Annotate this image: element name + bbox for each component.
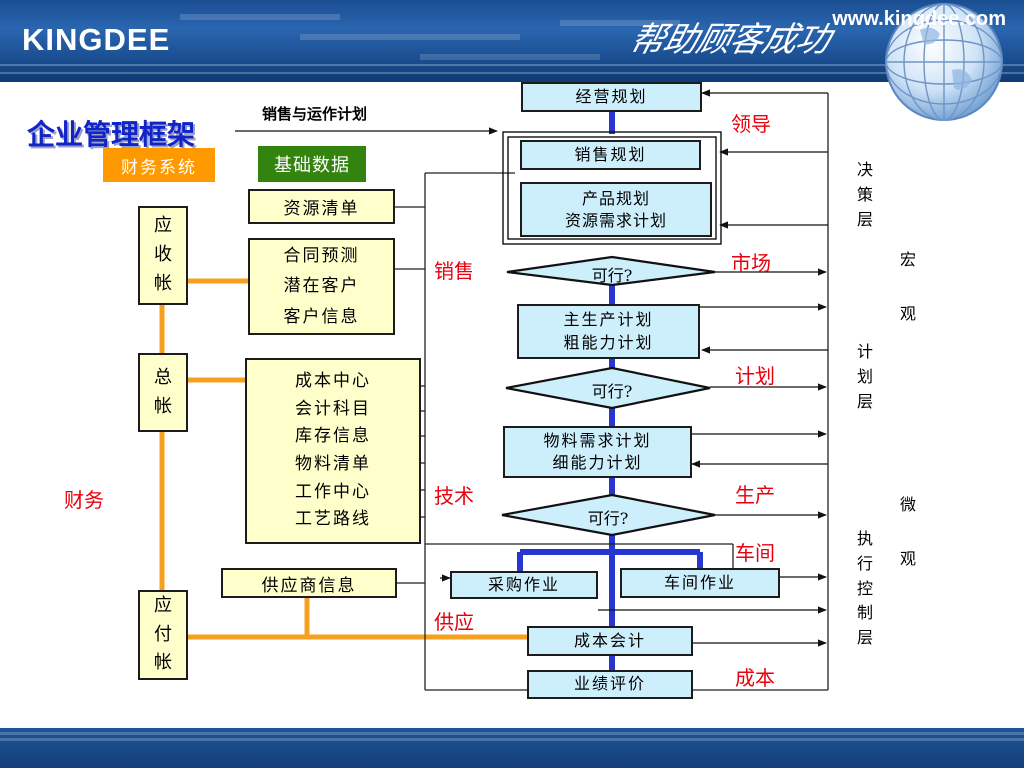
ledger-char-2: 帐 (154, 395, 172, 417)
execution-char-4: 制 (856, 603, 873, 623)
payable-box: 应 付 帐 (138, 590, 188, 680)
scope-macro: 宏 观 (898, 233, 918, 342)
label-finance: 财务 (64, 488, 104, 512)
mrp-label: 物料需求计划 (543, 430, 652, 450)
macro-char-1: 宏 (899, 250, 916, 269)
potential-customer: 潜在客户 (283, 276, 360, 297)
payable-char-3: 帐 (154, 652, 172, 674)
mps-label: 主生产计划 (563, 310, 654, 330)
decision-char-1: 决 (856, 160, 873, 179)
contract-forecast: 合同预测 (283, 245, 360, 266)
label-supply: 供应 (434, 610, 474, 634)
scope-micro: 微 观 (898, 478, 918, 587)
macro-char-2: 观 (899, 304, 916, 324)
footer-bar (0, 728, 1024, 768)
receivable-char-2: 收 (154, 244, 172, 266)
routing: 工艺路线 (295, 509, 371, 530)
execution-char-5: 层 (856, 628, 873, 648)
sales-plan-box: 销售规划 (520, 140, 701, 170)
workshop-operation-box: 车间作业 (620, 568, 780, 598)
payable-char-1: 应 (154, 594, 172, 616)
globe-icon (885, 3, 1003, 121)
performance-evaluation-box: 业绩评价 (527, 670, 693, 699)
label-leader: 领导 (731, 112, 771, 136)
work-center: 工作中心 (295, 481, 371, 502)
basic-data-badge: 基础数据 (258, 146, 366, 182)
micro-char-1: 微 (899, 495, 916, 514)
cost-accounting-box: 成本会计 (527, 626, 693, 656)
label-workshop: 车间 (735, 541, 775, 565)
planning-char-3: 层 (856, 391, 873, 411)
execution-char-1: 执 (856, 529, 873, 548)
product-plan-label: 产品规划 (581, 188, 650, 208)
feasible-diamond-2-label: 可行? (591, 382, 633, 401)
label-tech: 技术 (434, 484, 474, 508)
flow-subtitle: 销售与运作计划 (262, 105, 368, 123)
kingdee-logo: KINGDEE (22, 22, 171, 57)
receivable-char-1: 应 (154, 215, 172, 237)
account-subject: 会计科目 (295, 398, 371, 419)
ledger-char-1: 总 (154, 366, 172, 388)
label-sales: 销售 (434, 259, 474, 283)
product-plan-box: 产品规划 资源需求计划 (520, 182, 712, 237)
decision-char-2: 策 (856, 184, 873, 204)
micro-char-2: 观 (899, 549, 916, 569)
planning-char-1: 计 (856, 342, 873, 361)
planning-char-2: 划 (856, 366, 873, 386)
inventory-info: 库存信息 (295, 426, 371, 447)
label-cost: 成本 (735, 666, 775, 690)
page-title: 企业管理框架 (27, 118, 196, 151)
label-plan: 计划 (735, 364, 775, 388)
layer-execution: 执 行 控 制 层 (855, 527, 875, 651)
receivable-char-3: 帐 (154, 272, 172, 294)
business-plan-box: 经营规划 (521, 82, 702, 112)
feasible-diamond-1-label: 可行? (591, 266, 633, 285)
supplier-info-box: 供应商信息 (221, 568, 397, 598)
customer-info: 客户信息 (283, 306, 360, 327)
execution-char-3: 控 (856, 578, 873, 598)
resource-requirement-label: 资源需求计划 (564, 210, 667, 230)
finance-system-badge: 财务系统 (103, 148, 215, 182)
cost-center: 成本中心 (295, 371, 371, 392)
master-data-box: 成本中心 会计科目 库存信息 物料清单 工作中心 工艺路线 (245, 358, 421, 544)
payable-char-2: 付 (154, 623, 172, 645)
website-url: www.kingdee.com (832, 8, 1006, 30)
decision-char-3: 层 (856, 209, 873, 229)
rccp-label: 粗能力计划 (563, 332, 654, 352)
receivable-box: 应 收 帐 (138, 206, 188, 305)
purchase-operation-box: 采购作业 (450, 571, 598, 599)
feasible-diamond-3-label: 可行? (587, 509, 629, 528)
crp-label: 细能力计划 (552, 453, 643, 472)
resource-list-box: 资源清单 (248, 189, 395, 224)
label-production: 生产 (735, 483, 775, 507)
label-market: 市场 (731, 251, 771, 275)
header-banner (0, 0, 1024, 82)
layer-decision: 决 策 层 (855, 158, 875, 232)
bill-of-materials: 物料清单 (295, 454, 371, 474)
customer-info-box: 合同预测 潜在客户 客户信息 (248, 238, 395, 335)
material-requirement-box: 物料需求计划 细能力计划 (503, 426, 692, 478)
general-ledger-box: 总 帐 (138, 353, 188, 432)
layer-planning: 计 划 层 (855, 340, 875, 414)
master-schedule-box: 主生产计划 粗能力计划 (517, 304, 700, 359)
execution-char-2: 行 (856, 553, 873, 573)
